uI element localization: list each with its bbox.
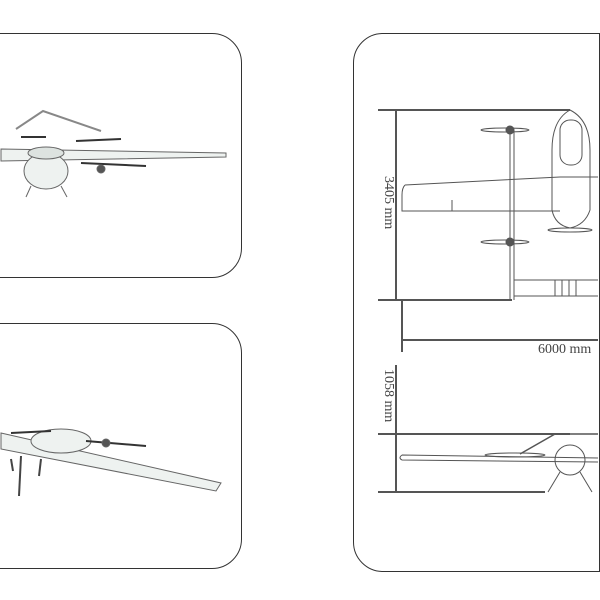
front-view-photo-panel: [0, 33, 242, 278]
perspective-view-photo-panel: [0, 323, 242, 569]
length-dimension-label: 6000 mm: [538, 342, 592, 357]
drone-dimension-drawing: [378, 109, 598, 493]
height-dimension-label: 3405 mm: [381, 176, 396, 230]
side-height-dimension-label: 1058 mm: [381, 369, 396, 423]
drone-perspective-view: [0, 428, 222, 497]
drone-front-view: [0, 109, 227, 198]
technical-drawing-panel: 3405 mm 6000 mm 1058 mm: [353, 33, 600, 572]
